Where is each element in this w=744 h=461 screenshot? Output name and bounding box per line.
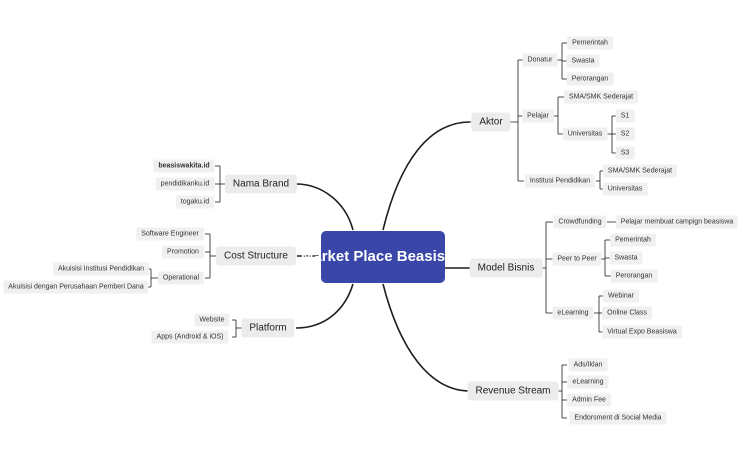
node-virtual-expo[interactable]: Virtual Expo Beasiswa (602, 325, 682, 339)
link-platform (295, 283, 354, 329)
node-model-bisnis[interactable]: Model Bisnis (469, 258, 543, 278)
node-sma[interactable]: SMA/SMK Sederajat (563, 90, 639, 104)
node-s2[interactable]: S2 (615, 127, 635, 141)
link-aktor (382, 121, 471, 231)
node-peer-to-peer[interactable]: Peer to Peer (552, 252, 602, 266)
node-peer-pemerintah[interactable]: Pemerintah (610, 233, 656, 247)
node-s3[interactable]: S3 (615, 146, 635, 160)
node-brand-beasiswakita[interactable]: beasiswakita.id (153, 159, 215, 173)
node-perorangan[interactable]: Perorangan (566, 72, 614, 86)
node-akuisisi-institusi[interactable]: Akuisisi Institusi Pendidikan (53, 262, 149, 276)
node-ads[interactable]: Ads/Iklan (568, 358, 608, 372)
node-brand-pendidikanku[interactable]: pendidikanku.id (155, 177, 215, 191)
node-admin-fee[interactable]: Admin Fee (567, 393, 611, 407)
link-nama-brand (295, 183, 354, 231)
node-pelajar[interactable]: Pelajar (522, 109, 554, 123)
node-nama-brand[interactable]: Nama Brand (224, 174, 298, 194)
node-donatur[interactable]: Donatur (522, 53, 558, 67)
node-elearning[interactable]: eLearning (552, 306, 594, 320)
node-akuisisi-perusahaan[interactable]: Akuisisi dengan Perusahaan Pemberi Dana (3, 280, 149, 294)
node-crowdfunding[interactable]: Crowdfunding (553, 215, 607, 229)
node-platform[interactable]: Platform (241, 318, 295, 338)
node-s1[interactable]: S1 (615, 109, 635, 123)
central-topic[interactable]: Market Place Beasiswa (301, 231, 465, 283)
node-institusi[interactable]: Institusi Pendidikan (524, 174, 596, 188)
node-universitas[interactable]: Universitas (562, 127, 608, 141)
node-promotion[interactable]: Promotion (162, 245, 204, 259)
node-peer-perorangan[interactable]: Perorangan (610, 269, 658, 283)
node-endorsment[interactable]: Endorsment di Social Media (569, 411, 667, 425)
node-swasta[interactable]: Swasta (566, 54, 600, 68)
node-online-class[interactable]: Online Class (602, 306, 652, 320)
node-revenue-stream[interactable]: Revenue Stream (467, 381, 559, 401)
node-webinar[interactable]: Webinar (603, 289, 639, 303)
node-rev-elearning[interactable]: eLearning (567, 375, 609, 389)
node-peer-swasta[interactable]: Swasta (609, 251, 643, 265)
node-brand-togaku[interactable]: togaku.id (175, 195, 215, 209)
node-software-engineer[interactable]: Software Engineer (136, 227, 204, 241)
node-inst-universitas[interactable]: Universitas (602, 182, 648, 196)
node-aktor[interactable]: Aktor (471, 112, 511, 132)
node-inst-sma[interactable]: SMA/SMK Sederajat (602, 164, 678, 178)
node-apps[interactable]: Apps (Android & iOS) (151, 330, 229, 344)
node-operational[interactable]: Operational (157, 271, 205, 285)
node-website[interactable]: Website (194, 313, 230, 327)
node-pemerintah[interactable]: Pemerintah (567, 36, 613, 50)
node-cost-structure[interactable]: Cost Structure (216, 246, 296, 266)
link-revenue (382, 283, 471, 392)
node-crowdfunding-desc[interactable]: Pelajar membuat campign beasiswa (615, 215, 739, 229)
